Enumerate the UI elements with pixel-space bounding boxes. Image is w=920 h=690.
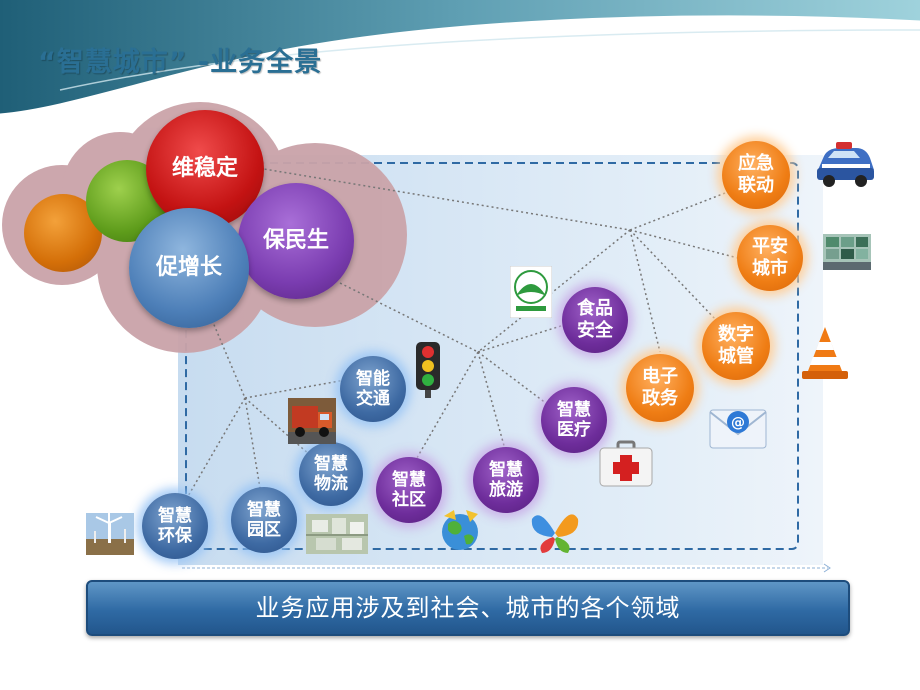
node-smart-community: 智慧 社区 <box>376 457 442 523</box>
core-growth-circle: 促增长 <box>129 208 249 328</box>
svg-text:@: @ <box>731 415 745 431</box>
core-stability-label: 维稳定 <box>171 155 238 181</box>
traffic-cone-icon <box>802 327 848 379</box>
wind-turbine-icon <box>86 513 134 555</box>
node-smart-environment: 智慧 环保 <box>142 493 208 559</box>
node-smart-park: 智慧 园区 <box>231 487 297 553</box>
node-label: 数字 城管 <box>718 324 754 367</box>
node-label: 应急 联动 <box>738 153 774 196</box>
node-label: 智慧 物流 <box>314 453 348 494</box>
node-label: 智慧 环保 <box>158 505 192 546</box>
summary-banner: 业务应用涉及到社会、城市的各个领域 <box>86 580 850 636</box>
first-aid-kit-icon <box>599 440 653 487</box>
truck-icon <box>288 398 336 444</box>
node-digital-city-management: 数字 城管 <box>702 312 770 380</box>
traffic-light-icon <box>416 342 440 398</box>
food-safety-logo <box>510 266 552 318</box>
node-label: 平安 城市 <box>752 236 788 279</box>
email-icon: @ <box>709 409 767 449</box>
core-stability-circle: 维稳定 <box>146 110 264 228</box>
node-label: 智慧 社区 <box>392 469 426 510</box>
node-smart-logistics: 智慧 物流 <box>299 442 363 506</box>
core-growth-label: 促增长 <box>155 254 222 280</box>
node-label: 智能 交通 <box>356 368 390 409</box>
core-livelihood-circle: 保民生 <box>238 183 354 299</box>
city-screen-icon <box>823 234 871 270</box>
police-car-icon <box>817 142 874 187</box>
node-smart-tourism: 智慧 旅游 <box>473 447 539 513</box>
dashed-frame <box>185 162 799 550</box>
core-livelihood-label: 保民生 <box>262 227 329 253</box>
globe-icon <box>442 510 478 550</box>
node-label: 智慧 旅游 <box>489 459 523 500</box>
node-food-safety: 食品 安全 <box>562 287 628 353</box>
node-smart-healthcare: 智慧 医疗 <box>541 387 607 453</box>
connector-lines <box>179 164 739 511</box>
industrial-park-icon <box>306 514 368 554</box>
page-title: “智慧城市” -业务全景 <box>38 47 323 78</box>
node-e-government: 电子 政务 <box>626 354 694 422</box>
node-label: 智慧 医疗 <box>557 399 591 440</box>
node-emergency-response: 应急 联动 <box>722 141 790 209</box>
node-label: 智慧 园区 <box>247 499 281 540</box>
node-label: 电子 政务 <box>642 366 678 409</box>
node-safe-city: 平安 城市 <box>737 225 803 291</box>
node-intelligent-transport: 智能 交通 <box>340 356 406 422</box>
node-label: 食品 安全 <box>577 298 613 341</box>
butterfly-icon <box>531 514 579 553</box>
